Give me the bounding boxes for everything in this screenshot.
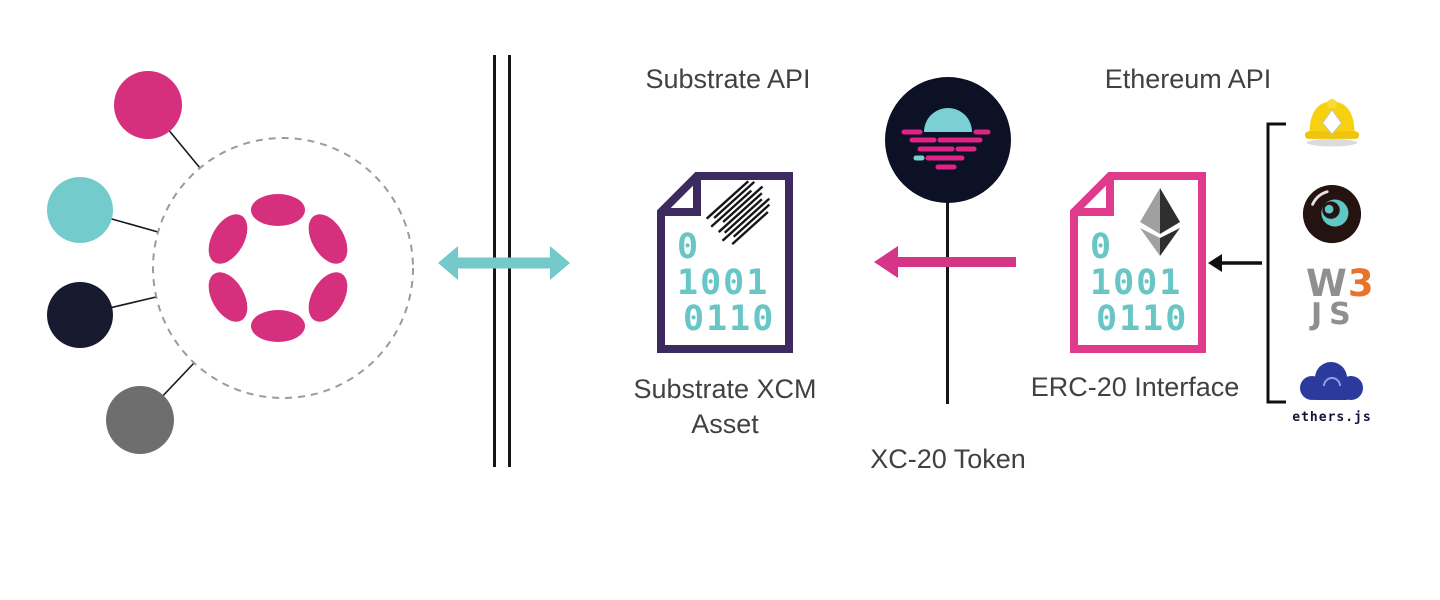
black-left-arrow-icon	[1208, 254, 1262, 272]
xc20-token-label: XC-20 Token	[870, 444, 1026, 474]
document-fold	[1074, 176, 1114, 216]
binary-line: 1001	[1090, 263, 1182, 303]
hardhat-icon	[1304, 99, 1360, 147]
xc20-token-stem-line	[946, 202, 949, 404]
erc20-interface-label: ERC-20 Interface	[1030, 372, 1240, 402]
binary-line: 0	[1090, 227, 1113, 267]
parachain-node-navy	[47, 282, 113, 348]
polkadot-logo	[208, 194, 348, 342]
ethereum-icon	[1140, 188, 1180, 256]
moonbeam-logo	[885, 77, 1011, 203]
moonbeam-moon	[924, 108, 972, 132]
moonbeam-beams	[901, 129, 991, 170]
substrate-api-label: Substrate API	[645, 64, 811, 94]
substrate-xcm-asset-line1: Substrate XCM	[633, 374, 817, 404]
erc20-document-icon: 0 1001 0110	[1070, 172, 1206, 353]
parachain-node-teal	[47, 177, 113, 243]
tools-bracket	[1266, 122, 1286, 404]
ethersjs-icon	[1300, 362, 1363, 400]
substrate-xcm-asset-label: Substrate XCM Asset	[575, 372, 875, 442]
web3js-row1: W3	[1306, 262, 1375, 305]
document-outline	[657, 172, 793, 353]
web3js-row2: JS	[1311, 297, 1358, 333]
pink-left-arrow-icon	[874, 246, 1016, 278]
truffle-icon	[1302, 184, 1362, 244]
substrate-document-icon: 0 1001 0110	[657, 172, 793, 353]
parachain-node-gray	[106, 386, 174, 454]
bidirectional-arrow-icon	[438, 246, 570, 280]
binary-line: 0110	[683, 299, 775, 339]
binary-line: 1001	[677, 263, 769, 303]
parachain-node-pink	[114, 71, 182, 139]
document-fold	[661, 176, 701, 216]
binary-line: 0110	[1096, 299, 1188, 339]
barcode-icon	[705, 180, 771, 246]
substrate-xcm-asset-line2: Asset	[691, 409, 759, 440]
web3js-icon: W3 JS	[1306, 262, 1376, 333]
polkadot-cluster	[47, 71, 414, 454]
ethersjs-label: ethers.js	[1292, 410, 1372, 425]
relay-chain-dashed-circle	[152, 137, 414, 399]
binary-line: 0	[677, 227, 700, 267]
ethereum-api-label: Ethereum API	[1104, 64, 1272, 94]
